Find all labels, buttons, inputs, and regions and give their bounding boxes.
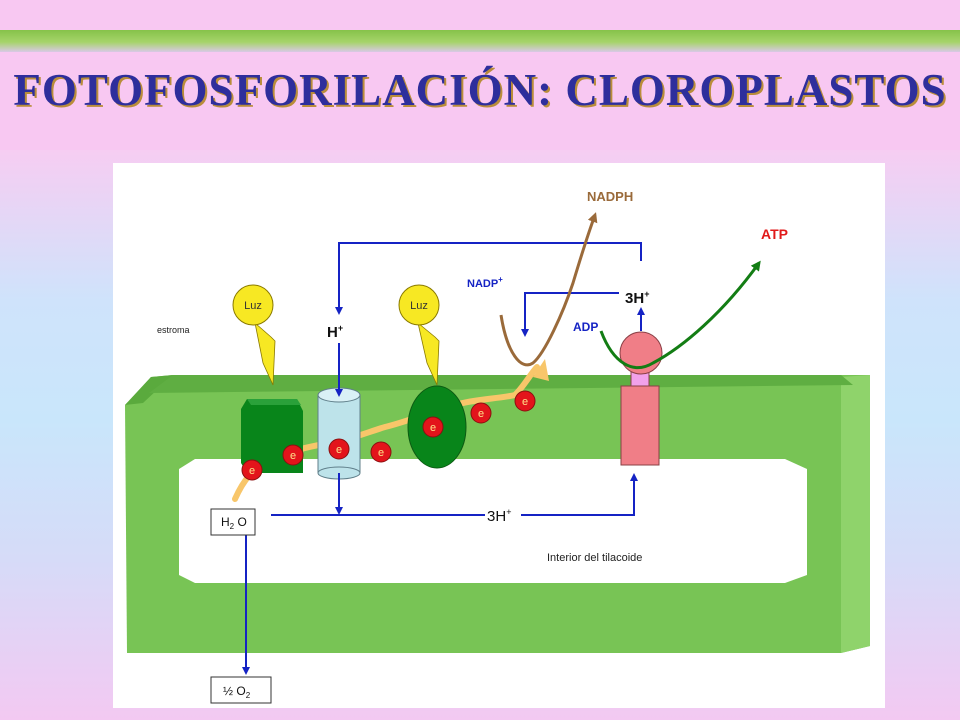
electrons: e e e e e e e	[241, 390, 536, 481]
nadp-label: NADP+	[467, 275, 503, 290]
proton-label: H+	[327, 323, 343, 341]
svg-text:e: e	[249, 465, 255, 477]
lumen-to-synthase	[521, 473, 638, 516]
photophosphorylation-diagram: estroma Interior del tilacoide Luz	[125, 189, 870, 704]
adp-label: ADP	[573, 320, 598, 334]
slide-title: FOTOFOSFORILACIÓN: CLOROPLASTOS	[13, 65, 947, 115]
electron-2: e	[282, 444, 304, 466]
atp-label: ATP	[761, 226, 788, 242]
cytochrome-complex	[317, 387, 361, 480]
electron-7: e	[514, 390, 536, 412]
three-h-stroma-label: 3H+	[625, 289, 649, 307]
svg-text:e: e	[478, 408, 484, 420]
header-band	[0, 0, 960, 150]
light-1: Luz	[232, 284, 276, 386]
water-box: H2 O	[210, 508, 256, 536]
light-2-label: Luz	[410, 300, 428, 312]
svg-text:e: e	[378, 447, 384, 459]
lumen-label: Interior del tilacoide	[547, 552, 642, 564]
water-label: H2 O	[221, 515, 247, 531]
electron-flow-arrowhead	[533, 359, 549, 381]
oxygen-box: ½ O2	[210, 676, 272, 704]
light-2: Luz	[398, 284, 440, 386]
svg-text:e: e	[290, 450, 296, 462]
diagram-frame: estroma Interior del tilacoide Luz	[113, 163, 885, 708]
three-h-lumen-label: 3H+	[487, 507, 511, 525]
electron-5: e	[422, 416, 444, 438]
stroma-label: estroma	[157, 325, 190, 335]
thylakoid-lumen	[179, 459, 807, 583]
atp-synthase	[619, 331, 663, 466]
svg-text:e: e	[522, 396, 528, 408]
proton-pathways	[242, 242, 645, 675]
nadp-feed	[521, 292, 619, 337]
svg-text:e: e	[430, 422, 436, 434]
electron-4: e	[370, 441, 392, 463]
nadph-label: NADPH	[587, 189, 633, 204]
proton-return-loop	[335, 242, 642, 315]
nadph-pathway	[499, 212, 598, 367]
electron-3: e	[328, 438, 350, 460]
atp-pathway	[599, 260, 761, 369]
svg-text:e: e	[336, 444, 342, 456]
oxygen-label: ½ O2	[223, 684, 251, 700]
header-accent-bar	[0, 30, 960, 52]
electron-6: e	[470, 402, 492, 424]
electron-1: e	[241, 459, 263, 481]
light-1-label: Luz	[244, 300, 262, 312]
